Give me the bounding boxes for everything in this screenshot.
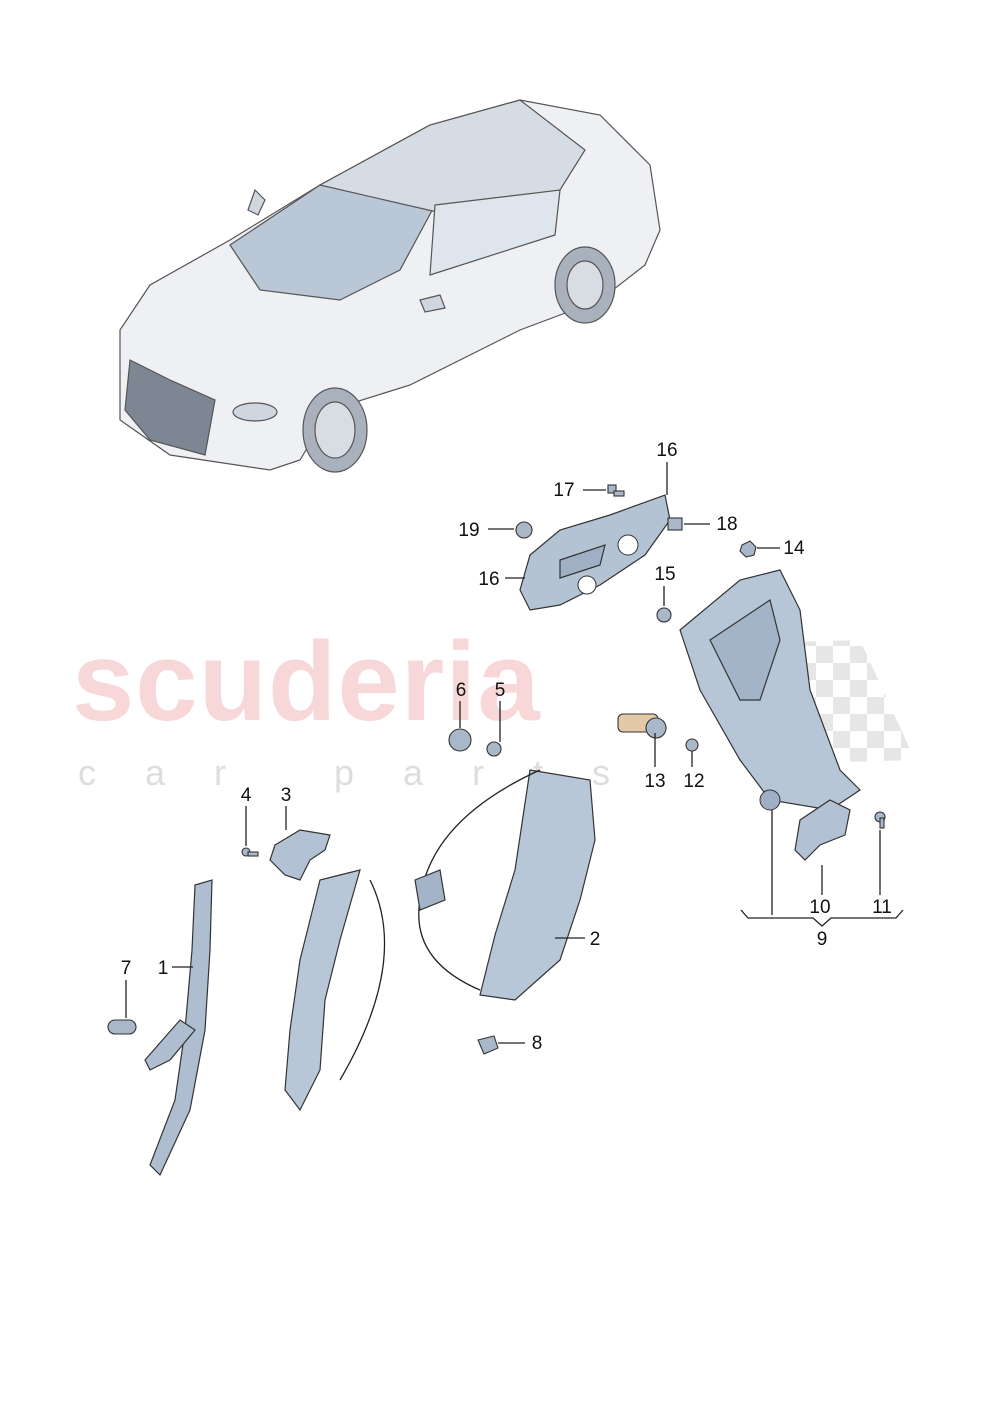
callout-18: 18 bbox=[716, 514, 737, 535]
callout-17: 17 bbox=[553, 480, 574, 501]
nut-14-icon bbox=[739, 540, 757, 558]
watermark-tagline: car parts bbox=[78, 752, 659, 793]
carrier-plate bbox=[519, 494, 671, 611]
bolt-11-icon bbox=[874, 811, 886, 829]
window-motor-10 bbox=[794, 799, 851, 861]
callout-9: 9 bbox=[817, 929, 828, 950]
callout-19: 19 bbox=[458, 520, 479, 541]
bolt-4-icon bbox=[241, 847, 259, 857]
callout-1: 1 bbox=[158, 958, 169, 979]
watermark-brand: scuderia bbox=[72, 619, 541, 744]
callout-13: 13 bbox=[644, 771, 665, 792]
rear-window-regulator bbox=[679, 569, 861, 811]
callout-11: 11 bbox=[872, 897, 892, 918]
callouts: 16 17 19 18 14 16 15 6 5 13 12 4 3 2 1 7… bbox=[121, 440, 892, 1054]
callout-14: 14 bbox=[783, 538, 805, 559]
callout-16-lower: 16 bbox=[478, 569, 499, 590]
bolt-17-icon bbox=[607, 484, 625, 497]
guide-rail bbox=[144, 879, 213, 1177]
cap-6-icon bbox=[448, 728, 472, 752]
plug-7-icon bbox=[107, 1019, 137, 1035]
leader-lines bbox=[125, 462, 904, 1044]
washer-15-icon bbox=[656, 607, 672, 623]
callout-15: 15 bbox=[654, 564, 675, 585]
nut-5-icon bbox=[486, 741, 502, 757]
car-illustration bbox=[119, 99, 661, 473]
nut-8-icon bbox=[477, 1035, 499, 1055]
callout-5: 5 bbox=[495, 680, 506, 701]
callout-3: 3 bbox=[281, 785, 292, 806]
callout-10: 10 bbox=[809, 897, 830, 918]
clip-18-icon bbox=[667, 517, 683, 531]
fasteners bbox=[107, 484, 886, 1055]
callout-7: 7 bbox=[121, 958, 132, 979]
callout-16-upper: 16 bbox=[656, 440, 677, 461]
callout-12: 12 bbox=[683, 771, 704, 792]
callout-8: 8 bbox=[532, 1033, 543, 1054]
bushing-13-icon bbox=[617, 713, 667, 739]
callout-4: 4 bbox=[241, 785, 252, 806]
washer-12-icon bbox=[685, 738, 699, 752]
front-window-regulator bbox=[284, 769, 596, 1112]
callout-2: 2 bbox=[590, 929, 601, 950]
window-motor-3 bbox=[269, 829, 331, 881]
grommet-19-icon bbox=[515, 521, 533, 539]
callout-6: 6 bbox=[456, 680, 467, 701]
